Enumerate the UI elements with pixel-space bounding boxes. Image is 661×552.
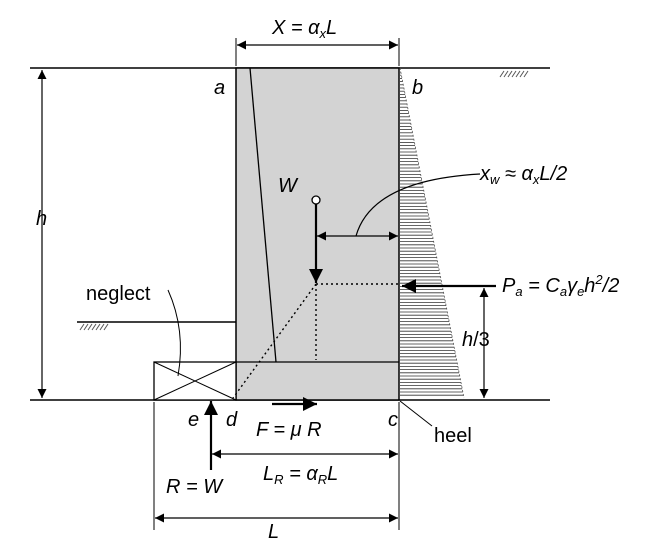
- pressure-envelope: [399, 67, 465, 399]
- top-ground-hatch: [499, 70, 529, 78]
- lr-label: LR = αRL: [263, 463, 338, 487]
- weight-label: W: [278, 175, 299, 197]
- reaction-label: R = W: [166, 476, 224, 498]
- wall-block: [235, 67, 400, 401]
- height-label: h: [36, 208, 47, 230]
- point-d-label: d: [226, 409, 238, 431]
- base-length-label: L: [268, 521, 279, 543]
- resultant-dotted-lines: [232, 283, 399, 399]
- point-a-label: a: [214, 77, 225, 99]
- neglect-leader: [167, 289, 181, 377]
- friction-label: F = μ R: [256, 419, 322, 441]
- front-ground-hatch: [79, 323, 109, 331]
- wall-inner-slope: [249, 67, 277, 363]
- xw-label: xw ≈ αxL/2: [479, 163, 567, 187]
- point-e-label: e: [188, 409, 199, 431]
- h3-label: h/3: [462, 329, 490, 351]
- point-c-label: c: [388, 409, 398, 431]
- heel-leader: [399, 400, 433, 427]
- point-b-label: b: [412, 77, 423, 99]
- neglect-label: neglect: [86, 283, 151, 305]
- heel-label: heel: [434, 425, 472, 447]
- center-of-gravity-marker: [311, 195, 321, 205]
- x-dimension-label: X = αxL: [271, 17, 337, 41]
- pa-label: Pa = Caγeh2/2: [502, 272, 619, 299]
- earth-pressure-distribution: [400, 71, 464, 396]
- xw-leader: [355, 173, 481, 237]
- toe-cross-2: [153, 361, 237, 401]
